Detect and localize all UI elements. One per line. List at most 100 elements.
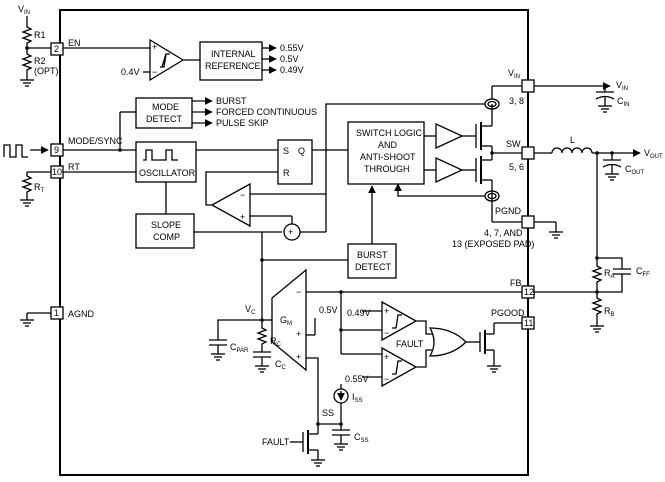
resistor-r2: [21, 50, 33, 74]
svg-text:9: 9: [54, 145, 59, 155]
label-r2: R2: [34, 56, 46, 66]
svg-text:+: +: [288, 227, 293, 237]
svg-text:10: 10: [52, 167, 62, 177]
ref-055: 0.55V: [280, 43, 304, 53]
ss-mosfet: [302, 424, 319, 460]
switch-logic-block: [347, 121, 425, 185]
svg-text:+: +: [296, 352, 301, 362]
burst-detect-block: [347, 243, 397, 279]
capacitor-css: [332, 424, 350, 451]
comparator-049: [381, 300, 418, 342]
label-css: CSS: [354, 432, 369, 444]
svg-text:SWITCH LOGIC: SWITCH LOGIC: [356, 128, 423, 138]
label-vc: VC: [245, 304, 256, 316]
resistor-ra: [591, 262, 603, 292]
capacitor-cff: [613, 268, 631, 275]
svg-text:−: −: [384, 374, 389, 384]
pin-en: [50, 42, 64, 56]
label-049v: 0.49V: [347, 308, 371, 318]
label-rt: RT: [34, 182, 45, 194]
label-ss: SS: [322, 408, 334, 418]
svg-text:+: +: [296, 329, 301, 339]
internal-reference-block: [199, 41, 263, 81]
svg-text:COMP: COMP: [153, 232, 180, 242]
oscillator-block: [135, 141, 197, 183]
svg-text:−: −: [296, 287, 301, 297]
label-r1: R1: [34, 30, 46, 40]
gm-amplifier: [271, 268, 307, 372]
label-iss: ISS: [352, 392, 363, 404]
ref-05: 0.5V: [280, 54, 299, 64]
mode-forced-continuous: FORCED CONTINUOUS: [216, 107, 317, 117]
ground-agnd: [20, 319, 34, 327]
ground-pgood: [487, 365, 501, 373]
svg-text:S: S: [283, 146, 289, 156]
top-mosfet: [475, 104, 493, 150]
ext-vin-top: VIN: [18, 4, 30, 24]
pin-sw: [521, 146, 535, 160]
pin-rt-label: RT: [68, 162, 80, 172]
svg-text:+: +: [384, 352, 389, 362]
svg-text:SLOPE: SLOPE: [151, 220, 181, 230]
ground-r2: [20, 79, 34, 87]
svg-text:DETECT: DETECT: [146, 114, 183, 124]
resistor-rt: [21, 172, 33, 200]
resistor-rb: [591, 292, 603, 326]
pin-vin-label: VIN: [508, 68, 520, 80]
label-rb: RB: [604, 306, 615, 318]
ground-rt: [20, 199, 34, 207]
label-l: L: [570, 135, 575, 145]
pgood-mosfet: [479, 323, 495, 366]
label-cc: CC: [275, 359, 287, 371]
pin-pgnd: [521, 215, 535, 229]
svg-text:2: 2: [54, 44, 59, 54]
label-fault-ss: FAULT: [262, 437, 290, 447]
label-cin: CIN: [617, 96, 630, 108]
sync-pulse-icon: [3, 144, 28, 158]
sr-latch: [277, 139, 313, 185]
svg-text:1: 1: [54, 308, 59, 318]
capacitor-cpar: [209, 339, 227, 361]
label-fault: FAULT: [396, 339, 424, 349]
mode-burst: BURST: [216, 96, 247, 106]
bottom-gate-driver: [435, 156, 464, 184]
slope-comp-block: [135, 213, 195, 249]
top-gate-driver: [435, 122, 464, 150]
pin-vin: [521, 79, 535, 93]
en-comparator: [149, 38, 185, 82]
svg-text:12: 12: [524, 287, 534, 297]
ext-vout: VOUT: [644, 148, 663, 160]
pin-mode-sync-label: MODE/SYNC: [68, 136, 123, 146]
ground-pgnd: [549, 231, 563, 239]
label-cout: COUT: [625, 164, 645, 176]
label-r2-opt: (OPT): [34, 66, 59, 76]
pin-pgood-label: PGOOD: [491, 308, 525, 318]
resistor-r1: [21, 24, 33, 46]
capacitor-cc: [253, 351, 271, 373]
svg-text:VIN: VIN: [18, 4, 30, 16]
mode-pulse-skip: PULSE SKIP: [216, 118, 269, 128]
svg-text:MODE: MODE: [152, 102, 179, 112]
svg-text:5, 6: 5, 6: [509, 162, 524, 172]
svg-text:+: +: [152, 42, 157, 52]
svg-text:13 (EXPOSED PAD): 13 (EXPOSED PAD): [452, 239, 534, 249]
capacitor-cin: [595, 91, 615, 113]
svg-text:GM: GM: [280, 315, 292, 327]
svg-text:DETECT: DETECT: [355, 262, 392, 272]
ground-rb: [590, 325, 604, 333]
label-rc: RC: [270, 336, 282, 348]
svg-text:+: +: [240, 212, 245, 222]
en-threshold: 0.4V: [121, 67, 140, 77]
or-gate: [428, 327, 467, 357]
pin-pgnd-label: PGND: [495, 206, 522, 216]
current-comparator: [210, 182, 251, 228]
svg-text:THROUGH: THROUGH: [364, 164, 410, 174]
pin-fb-label: FB: [510, 278, 522, 288]
pin-en-label: EN: [68, 38, 81, 48]
label-cpar: CPAR: [230, 342, 249, 354]
svg-text:11: 11: [524, 318, 533, 328]
resistor-rc: [256, 320, 268, 352]
ref-049: 0.49V: [280, 65, 304, 75]
ext-vin-out: VIN: [616, 80, 628, 92]
